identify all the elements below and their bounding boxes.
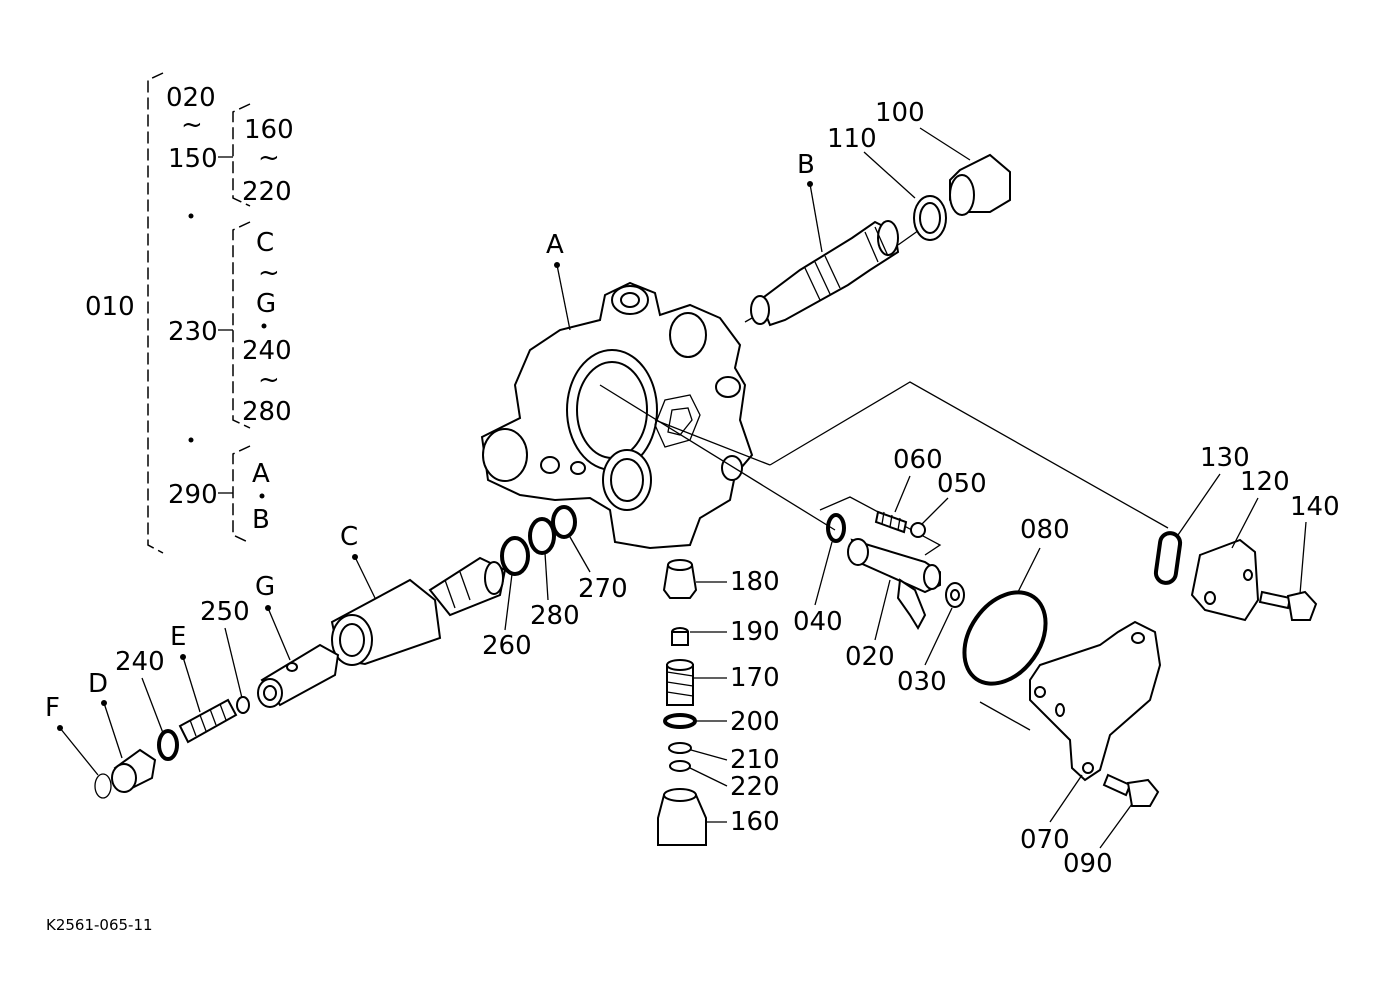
oring-240: [157, 729, 179, 761]
plug-assembly-b: [744, 153, 1011, 327]
label-180: 180: [730, 567, 780, 597]
snap-ring-f: [94, 773, 112, 799]
part-250: [236, 696, 250, 714]
oring-040: [826, 513, 846, 543]
bracket-group2-base: 230: [168, 317, 218, 347]
bracket-group1-to: 150: [168, 144, 218, 174]
spring-e: [178, 698, 238, 744]
label-140: 140: [1290, 492, 1340, 522]
oring-080: [962, 590, 1048, 686]
spool-assembly-c: [330, 556, 507, 666]
label-b: B: [797, 150, 815, 180]
bolt-090: [1102, 773, 1160, 807]
piston-020: [819, 496, 942, 631]
plug-d: [111, 748, 157, 793]
cover-120: [1190, 538, 1260, 622]
valve-body-a: [480, 281, 1169, 550]
oring-260: [500, 536, 530, 576]
label-080: 080: [1020, 515, 1070, 545]
label-d: D: [88, 669, 108, 699]
label-c: C: [340, 522, 358, 552]
figure-code: K2561-065-11: [46, 916, 153, 934]
label-110: 110: [827, 124, 877, 154]
oring-270: [551, 505, 577, 539]
label-g: G: [255, 572, 275, 602]
label-100: 100: [875, 98, 925, 128]
label-120: 120: [1240, 467, 1290, 497]
bracket-group1-sub-from: 160: [244, 115, 294, 145]
bolt-140: [1258, 590, 1318, 621]
label-250: 250: [200, 597, 250, 627]
label-170: 170: [730, 663, 780, 693]
bracket-group2-from: C: [256, 228, 274, 258]
label-040: 040: [793, 607, 843, 637]
label-070: 070: [1020, 825, 1070, 855]
parts-index-bracket: 010 020 ~ 150 160 ~ 220 230 C ~ G 240 ~ …: [85, 72, 294, 554]
bracket-group1-sub-to: 220: [242, 177, 292, 207]
bracket-group2-sub-from: 240: [242, 336, 292, 366]
center-stack: [657, 559, 707, 846]
label-280: 280: [530, 601, 580, 631]
bracket-tilde: ~: [258, 143, 280, 173]
label-020: 020: [845, 642, 895, 672]
label-090: 090: [1063, 849, 1113, 879]
label-130: 130: [1200, 443, 1250, 473]
bracket-group1-from: 020: [166, 83, 216, 113]
label-e: E: [170, 622, 186, 652]
bracket-group3-base: 290: [168, 480, 218, 510]
label-270: 270: [578, 574, 628, 604]
label-210: 210: [730, 745, 780, 775]
label-260: 260: [482, 631, 532, 661]
bracket-group2-to: G: [256, 289, 276, 319]
bracket-tilde: ~: [181, 110, 203, 140]
bracket-group3-a: A: [252, 459, 270, 489]
label-160: 160: [730, 807, 780, 837]
label-f: F: [45, 693, 60, 723]
label-060: 060: [893, 445, 943, 475]
spring-060: [874, 510, 908, 534]
label-030: 030: [897, 667, 947, 697]
label-a: A: [546, 230, 564, 260]
bracket-tilde: ~: [258, 258, 280, 288]
label-190: 190: [730, 617, 780, 647]
label-050: 050: [937, 469, 987, 499]
label-200: 200: [730, 707, 780, 737]
bracket-root-label: 010: [85, 292, 135, 322]
bracket-group2-sub-to: 280: [242, 397, 292, 427]
bracket-group3-b: B: [252, 505, 270, 535]
label-220: 220: [730, 772, 780, 802]
label-240: 240: [115, 647, 165, 677]
ball-050: [910, 522, 926, 538]
sleeve-g: [257, 643, 340, 708]
bracket-tilde: ~: [258, 365, 280, 395]
oring-280: [528, 517, 556, 555]
cover-plate-070: [979, 620, 1162, 782]
gasket-130: [1153, 531, 1183, 585]
